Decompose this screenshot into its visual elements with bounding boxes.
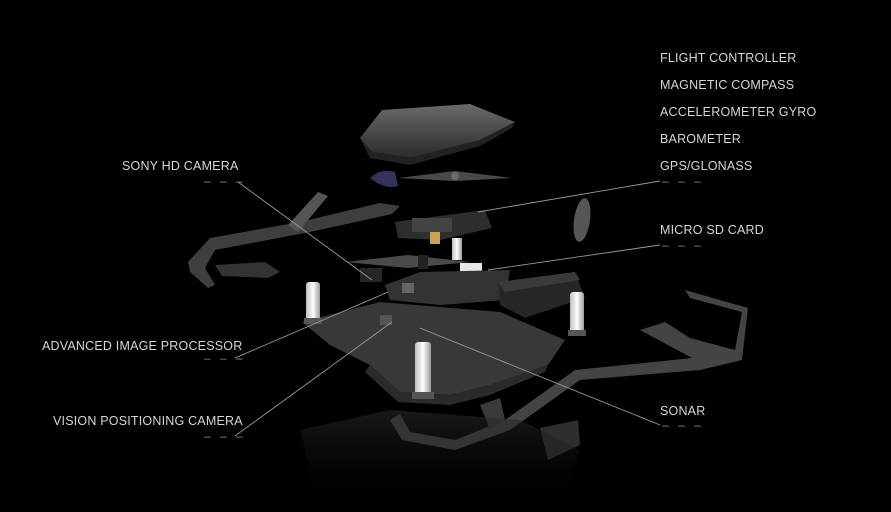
label-micro-sd-card: MICRO SD CARD — [660, 223, 764, 237]
top-shell — [360, 104, 515, 165]
label-barometer: BAROMETER — [660, 132, 741, 146]
motor-front — [412, 342, 434, 399]
motor-rear-right — [568, 292, 586, 336]
dash-marker: – – – — [204, 351, 246, 365]
leader-micro-sd-card — [487, 244, 661, 271]
leader-sonar — [419, 327, 661, 426]
dash-marker: – – – — [662, 418, 704, 432]
leader-advanced-image-processor — [234, 291, 389, 359]
label-accelerometer-gyro: ACCELEROMETER GYRO — [660, 105, 817, 119]
flight-controller-board — [395, 210, 492, 260]
battery — [498, 272, 585, 318]
propeller-right — [573, 198, 591, 242]
leader-lines — [234, 180, 661, 437]
lower-body — [302, 302, 565, 405]
leader-vision-positioning-camera — [234, 321, 393, 437]
floor-reflection — [300, 410, 580, 512]
label-vision-positioning-camera: VISION POSITIONING CAMERA — [53, 414, 243, 428]
dash-marker: – – – — [204, 429, 246, 443]
motor-front-left — [304, 282, 322, 324]
dash-marker: – – – — [662, 238, 704, 252]
propeller-top — [370, 170, 512, 187]
dash-marker: – – – — [662, 174, 704, 188]
label-gps-glonass: GPS/GLONASS — [660, 159, 753, 173]
leader-flight-controller — [477, 180, 661, 213]
label-advanced-image-processor: ADVANCED IMAGE PROCESSOR — [42, 339, 243, 353]
label-sony-hd-camera: SONY HD CAMERA — [122, 159, 239, 173]
label-flight-controller: FLIGHT CONTROLLER — [660, 51, 797, 65]
dash-marker: – – – — [204, 174, 246, 188]
label-sonar: SONAR — [660, 404, 706, 418]
label-magnetic-compass: MAGNETIC COMPASS — [660, 78, 795, 92]
frame-arm-left — [188, 192, 400, 288]
leader-sony-hd-camera — [237, 181, 373, 281]
main-board — [360, 268, 510, 305]
